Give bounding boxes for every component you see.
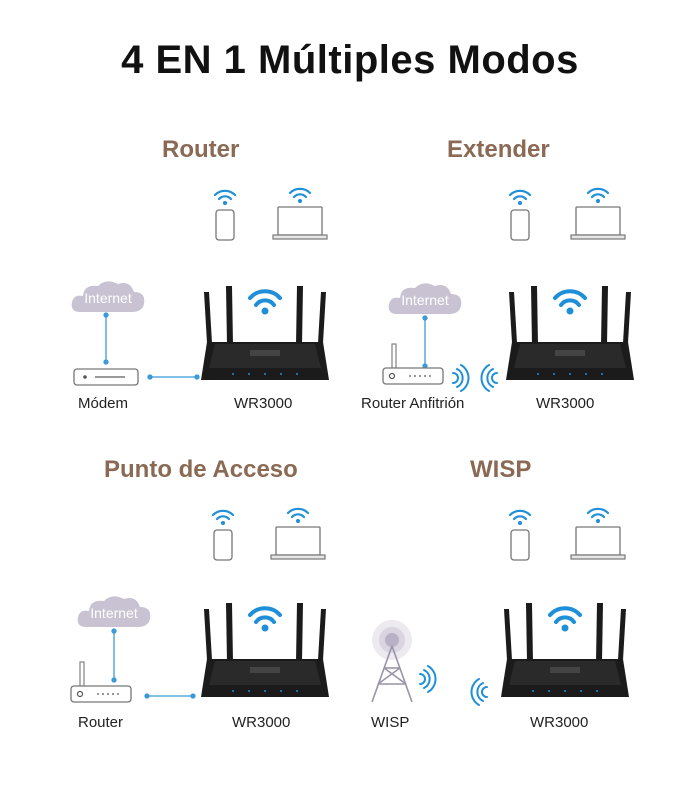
device-label-left: Módem — [78, 395, 129, 412]
device-label-left: WISP — [371, 714, 410, 731]
cloud-label: Internet — [90, 605, 138, 621]
signal-waves — [470, 678, 488, 706]
wr3000-router — [201, 286, 329, 380]
wr3000-router — [201, 603, 329, 697]
mode-title-router: Router — [162, 136, 240, 163]
device-label-right: WR3000 — [234, 395, 293, 412]
internet-cloud-icon: Internet — [77, 596, 151, 627]
smartphone-icon — [508, 509, 532, 561]
device-label-right: WR3000 — [232, 714, 291, 731]
mode-router-panel: Router Internet Módem — [0, 130, 350, 460]
device-label-left: Router — [78, 714, 124, 731]
device-label-right: WR3000 — [536, 395, 595, 412]
smartphone-icon — [213, 189, 237, 241]
laptop-icon — [570, 507, 626, 560]
mode-extender-panel: Extender Internet Router Anfitrión — [350, 130, 700, 460]
connector-lines — [422, 315, 498, 392]
router-device — [70, 661, 132, 703]
mode-access-point-panel: Punto de Acceso Internet Router — [0, 450, 350, 780]
cloud-label: Internet — [84, 290, 132, 306]
device-label-right: WR3000 — [530, 714, 589, 731]
smartphone-icon — [211, 509, 235, 561]
cloud-label: Internet — [401, 292, 449, 308]
mode-title-extender: Extender — [447, 136, 550, 163]
laptop-icon — [272, 187, 328, 240]
mode-wisp-panel: WISP WISP — [350, 450, 700, 780]
mode-title-wisp: WISP — [470, 456, 532, 483]
connector-lines — [103, 312, 200, 380]
internet-cloud-icon: Internet — [388, 283, 462, 314]
wr3000-router — [501, 603, 629, 697]
wisp-tower-icon — [371, 620, 437, 703]
modem-device — [73, 368, 139, 386]
smartphone-icon — [508, 189, 532, 241]
connector-lines — [111, 628, 196, 699]
host-router-device — [382, 343, 444, 385]
device-label-left: Router Anfitrión — [361, 395, 465, 412]
wr3000-router — [506, 286, 634, 380]
mode-title-access-point: Punto de Acceso — [104, 456, 298, 483]
laptop-icon — [270, 507, 326, 560]
internet-cloud-icon: Internet — [71, 281, 145, 312]
laptop-icon — [570, 187, 626, 240]
page-title: 4 EN 1 Múltiples Modos — [121, 38, 579, 82]
